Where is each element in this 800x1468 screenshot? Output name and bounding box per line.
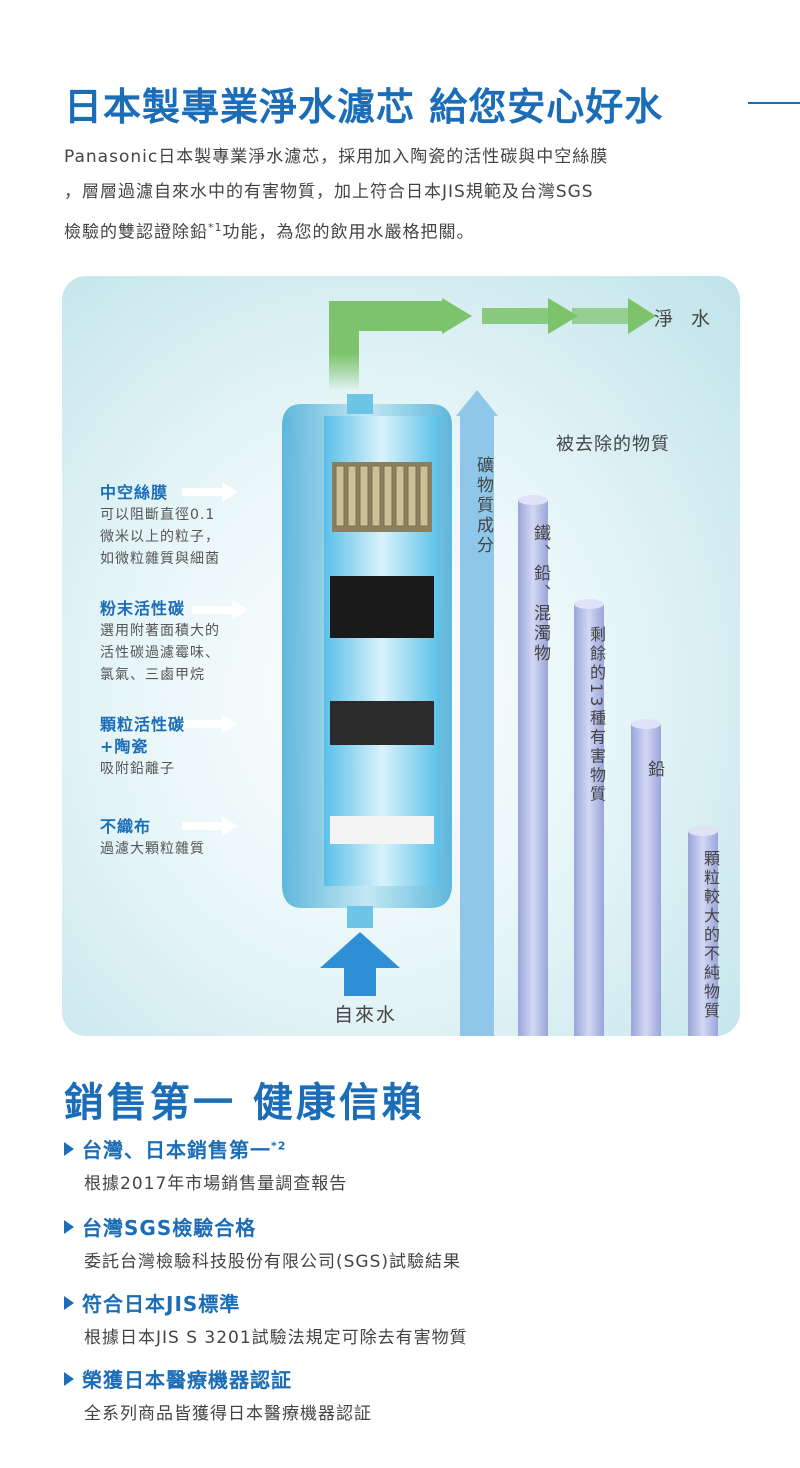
section-title: 銷售第一 健康信賴 — [64, 1080, 425, 1126]
feature-title-text: 符合日本JIS標準 — [82, 1292, 241, 1316]
non-woven-layer — [330, 816, 434, 844]
mineral-column — [460, 414, 494, 1036]
layer-pointer-arrows — [182, 482, 248, 836]
page-title: 日本製專業淨水濾芯 給您安心好水 — [64, 85, 664, 129]
removed-substance-columns — [456, 390, 718, 1036]
cartridge-top-port — [347, 394, 373, 414]
triangle-bullet-icon — [64, 1296, 74, 1310]
layer-title-2: +陶瓷 — [100, 737, 149, 756]
feature-title: 台灣、日本銷售第一*2 — [64, 1134, 347, 1163]
column-cap — [631, 719, 661, 729]
cartridge-cutaway — [324, 416, 440, 886]
column-cap — [518, 495, 548, 505]
layer-label-hollow-fiber: 中空絲膜 可以阻斷直徑0.1 微米以上的粒子， 如微粒雜質與細菌 — [100, 482, 220, 570]
feature-title: 台灣SGS檢驗合格 — [64, 1212, 461, 1241]
removed-column — [631, 724, 661, 1036]
mineral-column-arrow — [456, 390, 498, 416]
column-cap — [574, 599, 604, 609]
arrow-head — [628, 298, 656, 334]
filter-diagram: 淨 水 被去除的物質 自來水 礦物質成分 鐵、鉛、混濁物 剩餘的13種有害物質 … — [62, 276, 740, 1036]
bar-label-impurities: 顆粒較大的不純物質 — [701, 850, 720, 1021]
feature-desc: 根據2017年市場銷售量調查報告 — [84, 1174, 348, 1194]
intro-line: 檢驗的雙認證除鉛*1功能，為您的飲用水嚴格把關。 — [64, 210, 754, 251]
layer-desc: 可以阻斷直徑0.1 — [100, 507, 216, 523]
clean-water-label: 淨 水 — [654, 308, 717, 330]
tap-water-arrow — [320, 932, 400, 996]
feature-item: 台灣、日本銷售第一*2 根據2017年市場銷售量調查報告 — [64, 1134, 347, 1194]
column-cap — [688, 826, 718, 836]
intro-line: ，層層過濾自來水中的有害物質，加上符合日本JIS規範及台灣SGS — [64, 182, 594, 202]
feature-title: 榮獲日本醫療機器認証 — [64, 1364, 372, 1393]
bar-label-lead: 鉛 — [644, 760, 664, 780]
triangle-bullet-icon — [64, 1142, 74, 1156]
feature-item: 符合日本JIS標準 根據日本JIS S 3201試驗法規定可除去有害物質 — [64, 1288, 468, 1348]
layer-title: 中空絲膜 — [100, 483, 169, 502]
layer-desc: 氯氣、三鹵甲烷 — [100, 667, 205, 683]
layer-desc: 活性碳過濾霉味、 — [100, 645, 220, 661]
mineral-label: 礦物質成分 — [473, 456, 493, 556]
arrow-segment — [572, 308, 632, 324]
feature-item: 台灣SGS檢驗合格 委託台灣檢驗科技股份有限公司(SGS)試驗結果 — [64, 1212, 461, 1272]
footnote-mark: *1 — [208, 221, 223, 234]
bar-label-iron-lead: 鐵、鉛、混濁物 — [530, 524, 550, 664]
layer-desc: 如微粒雜質與細菌 — [100, 551, 220, 567]
layer-desc: 吸附鉛離子 — [100, 761, 175, 777]
triangle-bullet-icon — [64, 1372, 74, 1386]
arrow-head — [442, 298, 472, 334]
granular-carbon-layer — [330, 701, 434, 745]
diagram-graphics — [182, 298, 718, 1036]
layer-desc: 選用附著面積大的 — [100, 623, 220, 639]
clean-water-arrow — [329, 301, 442, 391]
feature-title-text: 榮獲日本醫療機器認証 — [82, 1368, 292, 1392]
feature-desc: 全系列商品皆獲得日本醫療機器認証 — [84, 1404, 372, 1424]
intro-text: 檢驗的雙認證除鉛 — [64, 222, 208, 243]
layer-title: 顆粒活性碳 — [100, 715, 186, 734]
removed-column — [518, 500, 548, 1036]
powder-carbon-layer — [330, 576, 434, 638]
intro-paragraph: Panasonic日本製專業淨水濾芯，採用加入陶瓷的活性碳與中空絲膜 ，層層過濾… — [64, 140, 754, 251]
feature-title: 符合日本JIS標準 — [64, 1288, 468, 1317]
arrow-segment — [482, 308, 552, 324]
layer-label-powder-carbon: 粉末活性碳 選用附著面積大的 活性碳過濾霉味、 氯氣、三鹵甲烷 — [100, 598, 220, 686]
hollow-fiber-layer — [332, 462, 432, 532]
intro-line: Panasonic日本製專業淨水濾芯，採用加入陶瓷的活性碳與中空絲膜 — [64, 147, 609, 167]
layer-label-non-woven: 不織布 過濾大顆粒雜質 — [100, 816, 205, 860]
layer-label-granular-carbon: 顆粒活性碳 +陶瓷 吸附鉛離子 — [100, 714, 185, 780]
footnote-mark: *2 — [271, 1139, 287, 1153]
removed-column — [574, 604, 604, 1036]
arrow-head — [548, 298, 578, 334]
layer-desc: 過濾大顆粒雜質 — [100, 841, 205, 857]
triangle-bullet-icon — [64, 1220, 74, 1234]
feature-item: 榮獲日本醫療機器認証 全系列商品皆獲得日本醫療機器認証 — [64, 1364, 372, 1424]
layer-title: 不織布 — [100, 817, 152, 836]
feature-desc: 根據日本JIS S 3201試驗法規定可除去有害物質 — [84, 1328, 468, 1348]
layer-title: 粉末活性碳 — [100, 599, 186, 618]
removed-column — [688, 831, 718, 1036]
intro-text: 功能，為您的飲用水嚴格把關。 — [222, 222, 475, 243]
removed-substances-title: 被去除的物質 — [556, 434, 670, 455]
title-divider — [748, 102, 800, 104]
cartridge-bottom-port — [347, 906, 373, 928]
layer-desc: 微米以上的粒子， — [100, 529, 220, 545]
feature-title-text: 台灣SGS檢驗合格 — [82, 1216, 257, 1240]
bar-label-harmful: 剩餘的13種有害物質 — [587, 626, 606, 805]
feature-desc: 委託台灣檢驗科技股份有限公司(SGS)試驗結果 — [84, 1252, 462, 1272]
feature-title-text: 台灣、日本銷售第一 — [82, 1138, 271, 1162]
tap-water-label: 自來水 — [334, 1004, 398, 1026]
